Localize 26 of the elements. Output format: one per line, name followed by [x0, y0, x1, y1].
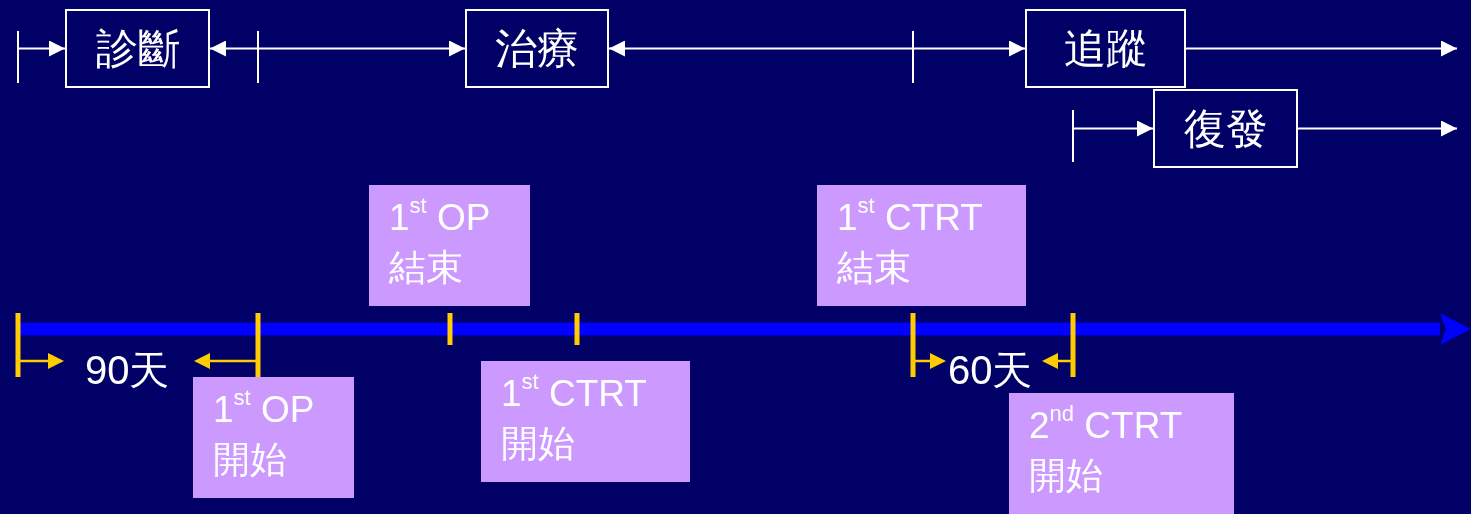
phase-label: 復發	[1183, 104, 1268, 154]
event-box	[817, 185, 1026, 306]
phase-label: 診斷	[95, 24, 180, 74]
event-box	[193, 377, 354, 498]
event-box	[481, 361, 690, 482]
phase-box	[465, 9, 609, 88]
arrow	[17, 40, 66, 57]
event-label: 1$^{st}$ OP 結束	[389, 197, 490, 288]
duration-label: 60天	[948, 347, 1033, 394]
event-label: 1$^{st}$ CTRT 開始	[501, 373, 647, 464]
arrow	[1297, 120, 1458, 137]
event-label: 2$^{nd}$ CTRT 開始	[1029, 405, 1182, 496]
arrow	[1185, 40, 1458, 57]
phase-label: 治療	[495, 24, 579, 74]
arrow	[209, 40, 466, 57]
phase-box	[1153, 89, 1298, 168]
event-box	[369, 185, 530, 306]
event-label: 1$^{st}$ OP 開始	[213, 389, 314, 480]
phase-box	[65, 9, 210, 88]
event-label: 1$^{st}$ CTRT 結束	[837, 197, 983, 288]
event-box	[1009, 393, 1234, 514]
duration-label: 90天	[85, 347, 170, 394]
arrow	[608, 40, 1026, 57]
phase-box	[1025, 9, 1186, 88]
phase-label: 追蹤	[1063, 24, 1148, 74]
arrow	[1072, 120, 1154, 137]
